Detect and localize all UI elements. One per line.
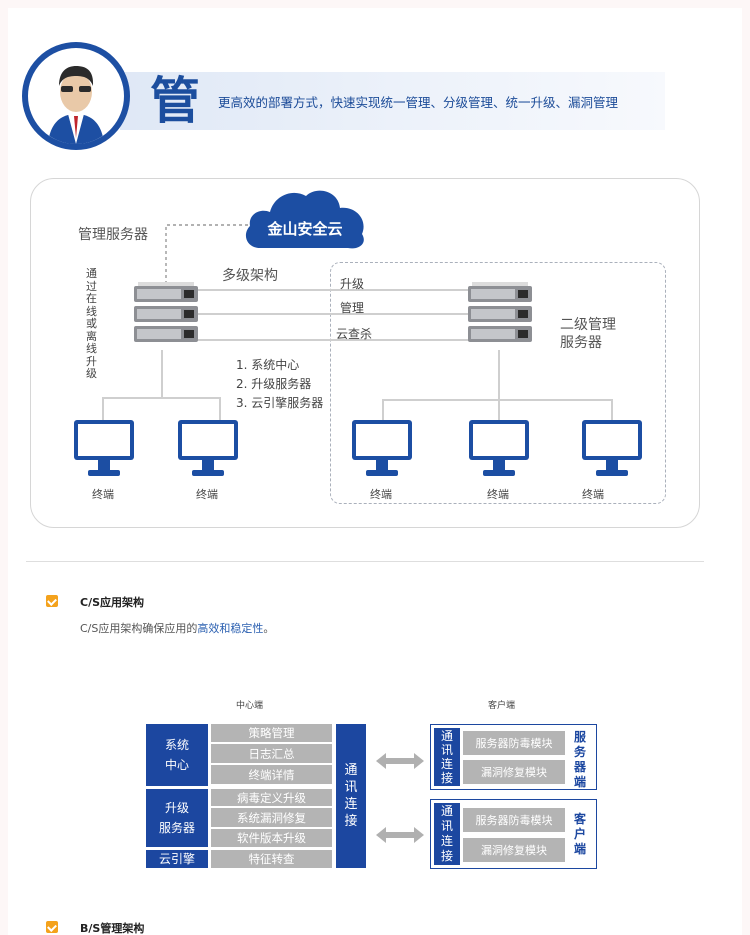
module-row: 漏洞修复模块	[463, 838, 565, 862]
multi-level-architecture-diagram	[30, 178, 700, 528]
second-level-region	[330, 262, 666, 504]
section-divider	[26, 561, 704, 562]
second-level-label-2: 服务器	[560, 335, 602, 351]
manage-char: 管	[150, 71, 200, 130]
second-level-label-1: 二级管理	[560, 317, 616, 333]
main-server-icon	[134, 282, 198, 342]
checkbox-checked-icon	[46, 921, 58, 933]
cs-desc-prefix: C/S应用架构确保应用的	[80, 622, 198, 635]
terminal-monitor-icon	[582, 420, 642, 476]
center-side-label: 中心端	[236, 701, 264, 711]
module-row: 软件版本升级	[211, 829, 332, 847]
cloud-engine-block: 云引擎	[146, 850, 208, 868]
cs-desc-suffix: 。	[263, 622, 275, 635]
comm-connection-label: 通讯连接	[440, 804, 453, 863]
cloud-label: 金山安全云	[267, 220, 343, 238]
header-tagline: 更高效的部署方式，快速实现统一管理、分级管理、统一升级、漏洞管理	[218, 95, 619, 110]
cs-section-desc: C/S应用架构确保应用的高效和稳定性。	[80, 620, 274, 636]
checkbox-checked-icon	[46, 595, 58, 607]
module-row: 病毒定义升级	[211, 789, 332, 806]
upgrade-server-block: 升级 服务器	[146, 789, 208, 847]
module-row: 日志汇总	[211, 744, 332, 763]
terminal-label: 终端	[196, 488, 218, 501]
comm-connection-label: 通讯连接	[440, 729, 453, 785]
bs-section-title: B/S管理架构	[80, 922, 145, 935]
module-row: 服务器防毒模块	[463, 808, 565, 832]
bidirectional-arrow-icon	[376, 827, 424, 843]
terminal-monitor-icon	[352, 420, 412, 476]
mgmt-server-label: 管理服务器	[78, 227, 148, 243]
terminal-monitor-icon	[178, 420, 238, 476]
comm-connection-block: 通讯连接	[434, 728, 460, 786]
bidirectional-arrow-icon	[376, 753, 424, 769]
terminal-label: 终端	[92, 488, 114, 501]
link-upgrade-label: 升级	[340, 277, 365, 291]
module-row: 服务器防毒模块	[463, 731, 565, 755]
cs-section-title: C/S应用架构	[80, 596, 145, 609]
cs-desc-highlight: 高效和稳定性	[197, 622, 264, 635]
link-manage-label: 管理	[340, 301, 365, 315]
component-upgrade-server: 2. 升级服务器	[236, 377, 312, 391]
multi-level-label: 多级架构	[222, 268, 278, 284]
header-band	[120, 72, 665, 130]
terminal-label: 终端	[487, 488, 509, 501]
terminal-monitor-icon	[469, 420, 529, 476]
upgrade-note-vertical: 通过在线或离线升级	[86, 267, 97, 380]
cloud-icon	[245, 190, 364, 249]
component-system-center: 1. 系统中心	[236, 358, 300, 372]
terminal-label: 终端	[370, 488, 392, 501]
comm-connection-label: 通讯连接	[344, 763, 358, 829]
second-level-server-icon	[468, 282, 532, 342]
manager-avatar-icon	[22, 42, 130, 150]
module-row: 终端详情	[211, 765, 332, 784]
system-center-block: 系统 中心	[146, 724, 208, 786]
terminal-monitor-icon	[74, 420, 134, 476]
module-row: 漏洞修复模块	[463, 760, 565, 784]
terminal-label: 终端	[582, 488, 604, 501]
module-row: 系统漏洞修复	[211, 808, 332, 827]
component-cloud-engine: 3. 云引擎服务器	[236, 396, 324, 410]
link-cloud-scan-label: 云查杀	[336, 327, 373, 341]
server-side-label: 服务器端	[573, 730, 586, 789]
comm-connection-column: 通讯连接	[336, 724, 366, 868]
client-side-group-label: 客户端	[573, 812, 586, 856]
module-row: 策略管理	[211, 724, 332, 742]
module-row: 特征转查	[211, 850, 332, 868]
client-side-label: 客户端	[488, 701, 516, 711]
comm-connection-block: 通讯连接	[434, 803, 460, 865]
